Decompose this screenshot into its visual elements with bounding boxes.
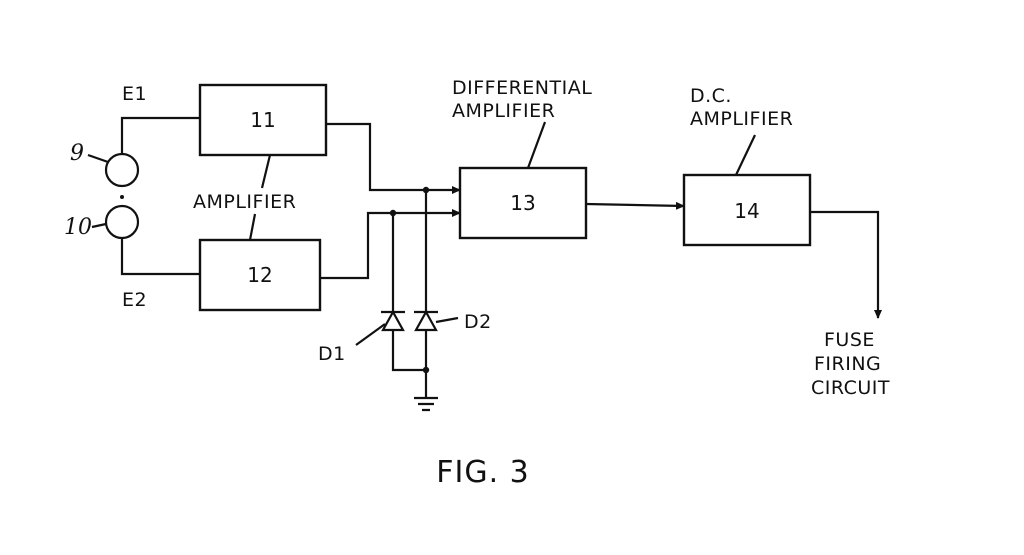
sensor-9-leader <box>87 153 109 164</box>
amplifier-leader-12 <box>248 213 257 241</box>
amplifier-label: AMPLIFIER <box>193 191 296 213</box>
block-11 <box>198 83 328 157</box>
sensor-9-icon <box>104 152 140 188</box>
differential-leader <box>526 121 547 169</box>
wire-e2 <box>120 238 200 276</box>
block-12-label: 12 <box>247 263 272 287</box>
block-14 <box>682 173 812 247</box>
differential-label-1: DIFFERENTIAL <box>452 77 592 99</box>
block-14-label: 14 <box>734 199 759 223</box>
wire-12-to-13 <box>320 209 461 280</box>
diode-d1-icon <box>381 309 405 332</box>
fuse-label-3: CIRCUIT <box>811 377 890 399</box>
block-13-label: 13 <box>510 191 535 215</box>
block-13 <box>458 166 588 240</box>
dc-leader <box>735 134 756 176</box>
wire-e1 <box>120 116 200 154</box>
block-12 <box>198 238 322 312</box>
dc-label-2: AMPLIFIER <box>690 108 793 130</box>
d2-label: D2 <box>464 311 492 333</box>
fuse-label-2: FIRING <box>814 353 881 375</box>
sensor-10-leader <box>91 222 107 229</box>
dc-label-1: D.C. <box>690 85 732 107</box>
sensor-10-label: 10 <box>64 215 92 240</box>
sensor-10-icon <box>104 204 140 240</box>
ground-icon <box>414 370 438 412</box>
wire-11-to-13 <box>326 122 461 194</box>
figure-caption: FIG. 3 <box>436 455 530 490</box>
amplifier-leader-11 <box>260 154 272 189</box>
d1-label: D1 <box>318 343 346 365</box>
wire-14-to-fuse <box>810 210 882 319</box>
sensor-9-label: 9 <box>70 141 84 166</box>
d1-leader <box>355 323 386 346</box>
fuse-label-1: FUSE <box>824 329 875 351</box>
differential-label-2: AMPLIFIER <box>452 100 555 122</box>
diode-d2-icon <box>414 309 438 332</box>
signal-e2-label: E2 <box>122 289 147 311</box>
diode-d1-wire <box>391 213 426 372</box>
d2-leader <box>435 316 459 324</box>
signal-e1-label: E1 <box>122 83 147 105</box>
dot-between-sensors <box>120 195 124 199</box>
wire-13-to-14 <box>585 201 685 210</box>
block-11-label: 11 <box>250 108 275 132</box>
